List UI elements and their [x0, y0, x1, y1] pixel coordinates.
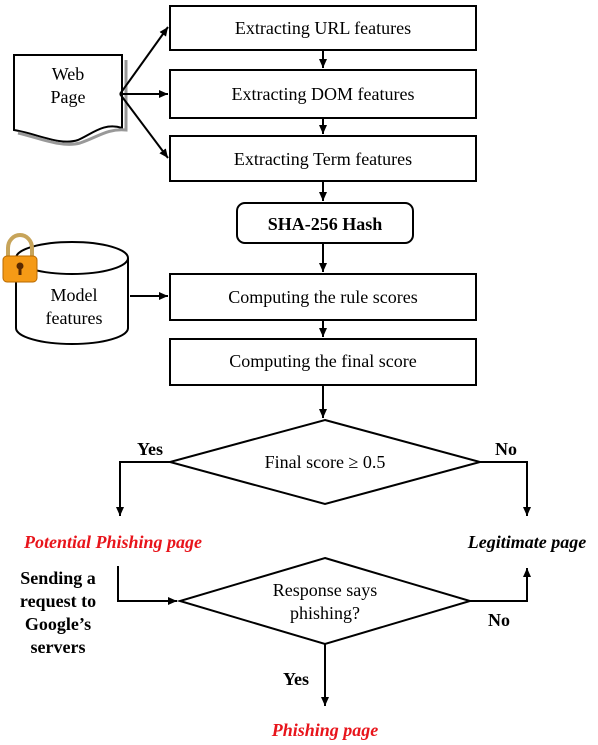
- database-cylinder-icon: [15, 258, 129, 345]
- decision1-no-label: No: [495, 439, 517, 459]
- model-features-database: Model features: [15, 241, 129, 345]
- outcome-legitimate: Legitimate page: [467, 532, 586, 552]
- google-step-line1: Sending a: [20, 568, 96, 588]
- decision1-yes-label: Yes: [137, 439, 163, 459]
- step-final-score-box: [169, 338, 477, 386]
- step-rule-scores-label: Computing the rule scores: [228, 287, 417, 307]
- arrow-no-to-legitimate-2: [470, 568, 531, 602]
- document-icon: [13, 54, 123, 143]
- step-term-box: [169, 135, 477, 182]
- model-features-label-line1: Model: [51, 285, 98, 305]
- decision2-yes-label: Yes: [283, 669, 309, 689]
- step-dom-label: Extracting DOM features: [232, 84, 415, 104]
- arrow-google-to-decision2: [117, 566, 177, 605]
- web-page-label-line2: Page: [51, 87, 86, 107]
- step-dom-box: [169, 69, 477, 119]
- decision2-no-label: No: [488, 610, 510, 630]
- padlock-icon: [2, 233, 38, 283]
- arrow-yes-to-potential: [116, 461, 170, 516]
- step-url-label: Extracting URL features: [235, 18, 411, 38]
- google-step-line3: Google’s: [25, 614, 91, 634]
- arrow-web-to-url: [119, 26, 169, 95]
- outcome-potential-phishing: Potential Phishing page: [23, 532, 202, 552]
- outcome-phishing: Phishing page: [271, 720, 379, 740]
- hash-label: SHA-256 Hash: [268, 214, 383, 234]
- arrow-no-to-legitimate: [480, 461, 531, 516]
- decision-response-diamond: [176, 556, 474, 646]
- google-step-line2: request to: [20, 591, 96, 611]
- decision-final-score-diamond: [166, 418, 484, 506]
- hash-box: [236, 202, 414, 244]
- decision2-line1: Response says: [273, 580, 378, 600]
- decision2-line2: phishing?: [290, 603, 360, 623]
- google-step-line4: servers: [31, 637, 86, 657]
- model-features-label-line2: features: [46, 308, 103, 328]
- web-page-document: Web Page: [13, 54, 128, 146]
- arrow-web-to-term: [119, 93, 169, 159]
- web-page-label-line1: Web: [52, 64, 85, 84]
- step-final-score-label: Computing the final score: [229, 351, 416, 371]
- decision-final-score-text: Final score ≥ 0.5: [265, 452, 386, 472]
- step-term-label: Extracting Term features: [234, 149, 412, 169]
